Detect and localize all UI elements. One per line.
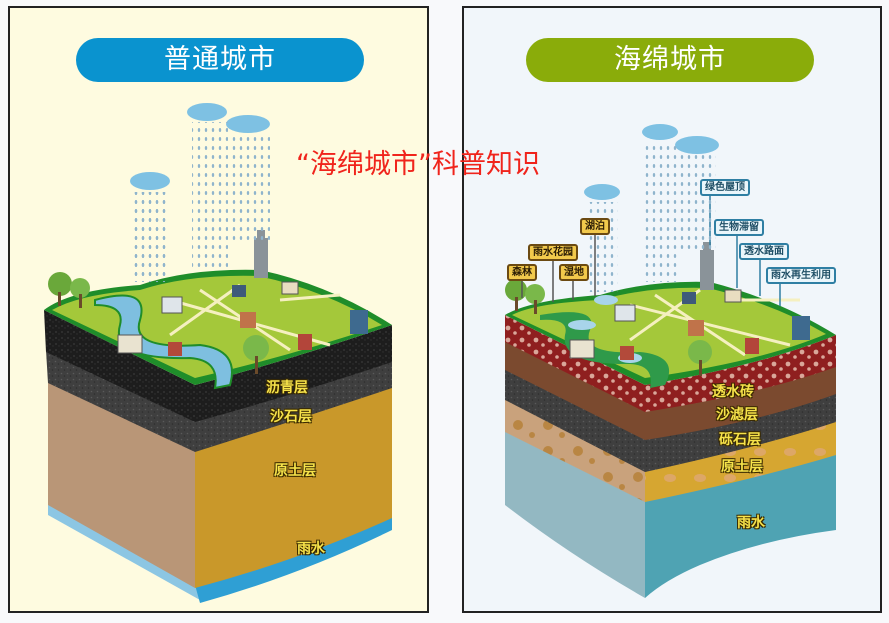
ordinary-city-block (44, 103, 392, 603)
layer-label-native-soil: 原土层 (274, 463, 316, 479)
callout-rainwater-reuse: 雨水再生利用 (766, 267, 836, 284)
callout-forest: 森林 (507, 264, 537, 281)
callout-rain-garden: 雨水花园 (528, 244, 578, 261)
callout-bioretention: 生物滞留 (714, 219, 764, 236)
overlay-title: “海绵城市”科普知识 (296, 149, 540, 180)
layer-label-native-soil-right: 原土层 (721, 459, 763, 475)
sponge-city-block (505, 124, 836, 598)
layer-label-sand-gravel: 沙石层 (270, 409, 312, 425)
callout-green-roof: 绿色屋顶 (700, 179, 750, 196)
callout-lake: 湖泊 (580, 218, 610, 235)
layer-label-permeable-brick: 透水砖 (712, 384, 754, 400)
layer-label-sand-filter: 沙滤层 (716, 407, 758, 423)
callout-wetland: 湿地 (559, 264, 589, 281)
layer-label-gravel: 砾石层 (719, 432, 761, 448)
layer-label-rainwater-right: 雨水 (737, 515, 765, 531)
layer-label-asphalt: 沥青层 (266, 380, 308, 396)
ordinary-city-title: 普通城市 (76, 38, 364, 82)
layer-label-rainwater: 雨水 (297, 541, 325, 557)
callout-permeable-pavement: 透水路面 (739, 243, 789, 260)
sponge-city-title: 海绵城市 (526, 38, 814, 82)
